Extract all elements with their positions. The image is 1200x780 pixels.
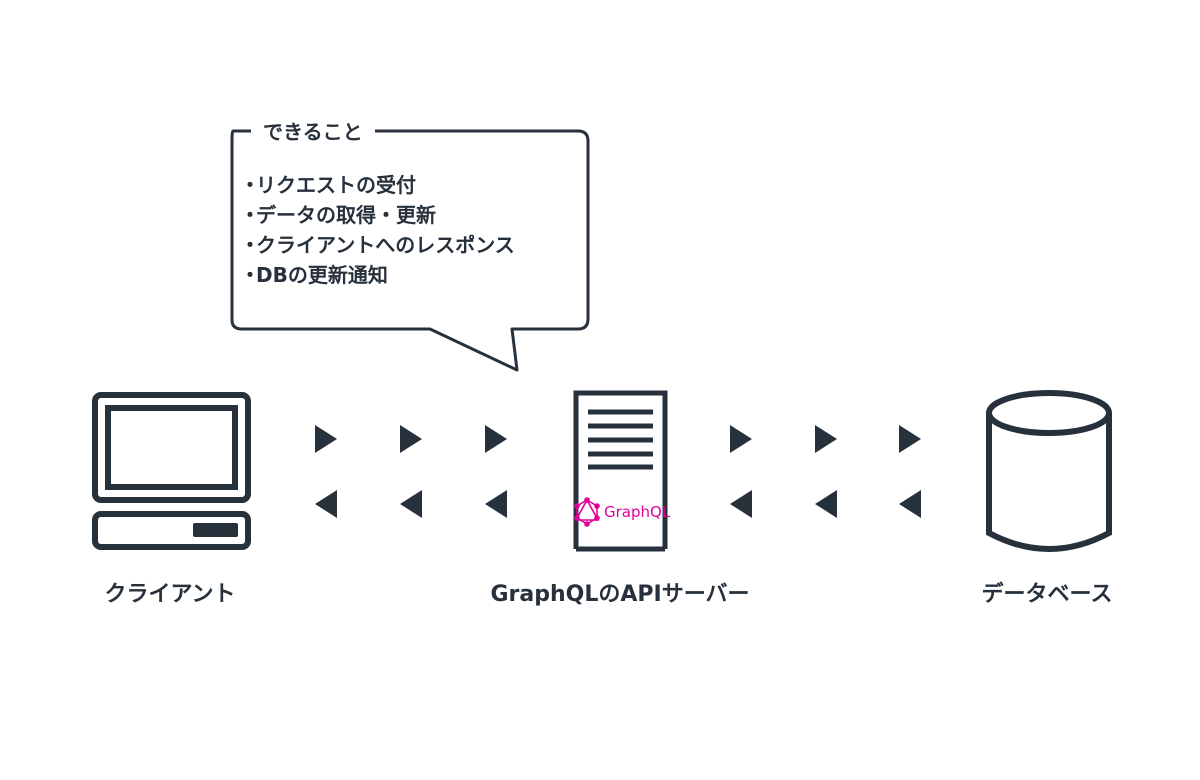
capability-list: リクエストの受付 データの取得・更新 クライアントへのレスポンス DBの更新通知 bbox=[240, 170, 515, 290]
graphql-logo-icon bbox=[574, 497, 600, 527]
arrow-left-icon bbox=[400, 490, 422, 518]
arrow-left-icon bbox=[899, 490, 921, 518]
database-icon bbox=[986, 390, 1112, 552]
arrow-left-icon bbox=[730, 490, 752, 518]
list-item: リクエストの受付 bbox=[240, 170, 515, 200]
database-label: データベース bbox=[981, 582, 1113, 607]
arrow-left-icon bbox=[485, 490, 507, 518]
client-label: クライアント bbox=[104, 582, 236, 607]
graphql-badge-text: GraphQL bbox=[604, 503, 671, 521]
computer-icon bbox=[92, 392, 251, 550]
list-item: クライアントへのレスポンス bbox=[240, 230, 515, 260]
bubble-title: できること bbox=[251, 118, 375, 146]
arrow-right-icon bbox=[815, 425, 837, 453]
arrow-right-icon bbox=[899, 425, 921, 453]
arrow-right-icon bbox=[485, 425, 507, 453]
list-item: データの取得・更新 bbox=[240, 200, 515, 230]
arrow-right-icon bbox=[400, 425, 422, 453]
server-label: GraphQLのAPIサーバー bbox=[490, 582, 750, 607]
arrow-left-icon bbox=[815, 490, 837, 518]
server-icon bbox=[573, 390, 668, 552]
arrow-right-icon bbox=[315, 425, 337, 453]
arrow-right-icon bbox=[730, 425, 752, 453]
list-item: DBの更新通知 bbox=[240, 260, 515, 290]
arrow-left-icon bbox=[315, 490, 337, 518]
